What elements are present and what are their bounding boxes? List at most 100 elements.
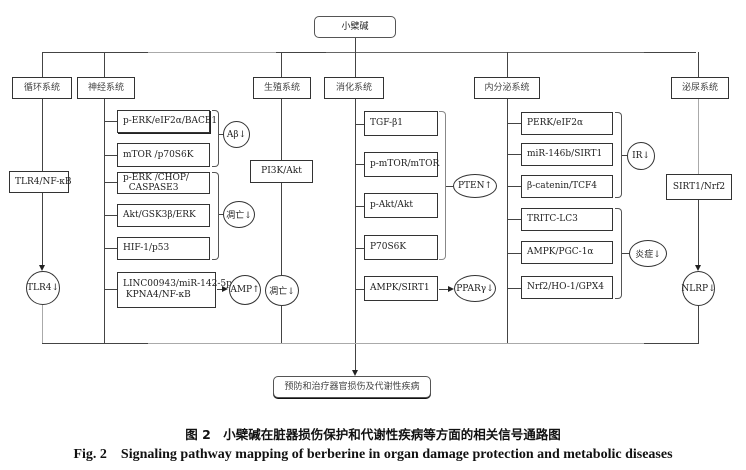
top-bus-line [644,52,696,53]
pathway-box: Nrf2/HO-1/GPX4 [521,276,613,299]
figure-caption-english: Fig. 2 Signaling pathway mapping of berb… [73,447,673,462]
pathway-box: AMPK/SIRT1 [364,276,438,301]
pathway-label: TRITC-LC3 [527,214,578,224]
connector [281,99,282,160]
connector [42,52,43,77]
pathway-label: p-mTOR/mTOR [370,159,440,169]
pathway-label: PERK/eIF2α [527,118,584,128]
connector [104,215,117,216]
system-label: 生殖系统 [263,82,300,93]
pathway-box: TRITC-LC3 [521,208,613,231]
result-label: AMP↑ [230,285,260,295]
connector [355,52,356,77]
result-label: 凋亡↓ [226,211,252,221]
bottom-bus-line [148,343,644,344]
connector [355,164,365,165]
pathway-label: β-catenin/TCF4 [527,181,597,191]
result-node: PPARγ↓ [454,275,496,302]
arrow-head [448,286,454,292]
bottom-bus-line [644,343,699,344]
connector [355,124,365,125]
arrow-line [217,289,222,290]
system-endocrine-header: 内分泌系统 [474,77,540,99]
result-label: 炎症↓ [635,250,661,260]
system-label: 内分泌系统 [484,82,530,93]
pathway-label: p-ERK /CHOP/ CASPASE3 [123,173,189,193]
connector [698,99,699,174]
connector [446,186,453,187]
group-bracket [439,111,446,260]
connector [507,253,521,254]
connector [104,52,105,77]
arrow-head [222,286,228,292]
pathway-label: SIRT1/Nrf2 [672,181,726,192]
result-label: TLR4↓ [26,283,60,293]
system-digestive-header: 消化系统 [324,77,384,99]
pathway-label: Akt/GSK3β/ERK [123,210,196,220]
result-label: NLRP↓ [681,283,716,294]
connector [507,52,508,77]
connector [355,99,356,373]
connector [507,99,508,343]
connector [42,99,43,171]
connector [507,219,521,220]
pathway-label: PI3K/Akt [261,166,302,176]
pathway-label: TGF-β1 [370,118,404,128]
result-node: 炎症↓ [629,240,667,267]
arrow-line [698,200,699,265]
connector [698,52,699,77]
pathway-box: P70S6K [364,235,438,260]
pathway-box: TGF-β1 [364,111,438,136]
pathway-label: P70S6K [370,242,407,252]
pathway-box: SIRT1/Nrf2 [666,174,732,200]
connector [698,306,699,343]
group-bracket [615,112,622,198]
pathway-label: p-ERK/eIF2α/BACE1 [123,116,218,126]
top-bus-line [148,52,276,53]
result-node: 凋亡↓ [223,201,255,228]
outcome-label: 预防和治疗器官损伤及代谢性疾病 [284,381,420,392]
connector [104,155,117,156]
pathway-box: p-ERK /CHOP/ CASPASE3 [117,172,210,194]
group-bracket [615,208,622,299]
result-label: 凋亡↓ [269,287,295,297]
connector [507,288,521,289]
result-node: 凋亡↓ [265,275,299,306]
system-reproductive-header: 生殖系统 [253,77,311,99]
connector [281,52,282,77]
result-node: PTEN↑ [453,174,497,198]
connector [104,248,117,249]
connector [355,206,365,207]
arrow-line [439,289,448,290]
pathway-label: AMPK/PGC-1α [527,247,594,257]
connector [507,154,521,155]
pathway-label: AMPK/SIRT1 [370,283,430,293]
pathway-box: LINC00943/miR-142-5p / KPNA4/NF-κB [117,272,238,308]
figure-caption-chinese: 图 2 小檗碱在脏器损伤保护和代谢性疾病等方面的相关信号通路图 [185,427,561,442]
connector [355,248,365,249]
connector [104,121,117,122]
group-bracket [212,110,219,167]
result-node: AMP↑ [229,275,261,305]
connector [219,214,223,215]
top-bus-line [326,52,652,53]
connector [622,155,627,156]
system-urinary-header: 泌尿系统 [671,77,729,99]
pathway-box: p-Akt/Akt [364,193,438,218]
pathway-box: PI3K/Akt [250,160,313,183]
pathway-label: p-Akt/Akt [370,200,413,210]
connector [104,289,117,290]
result-node: Aβ↓ [223,121,250,148]
connector [507,123,521,124]
group-bracket [212,172,219,260]
connector [281,183,282,275]
connector [355,38,356,52]
connector [507,186,521,187]
result-label: IR↓ [632,151,650,161]
result-node: IR↓ [627,142,655,170]
pathway-box: PERK/eIF2α [521,112,613,135]
system-label: 神经系统 [87,82,124,93]
pathway-box: Akt/GSK3β/ERK [117,204,210,227]
arrow-line [42,193,43,265]
pathway-label: mTOR /p70S6K [123,149,194,160]
